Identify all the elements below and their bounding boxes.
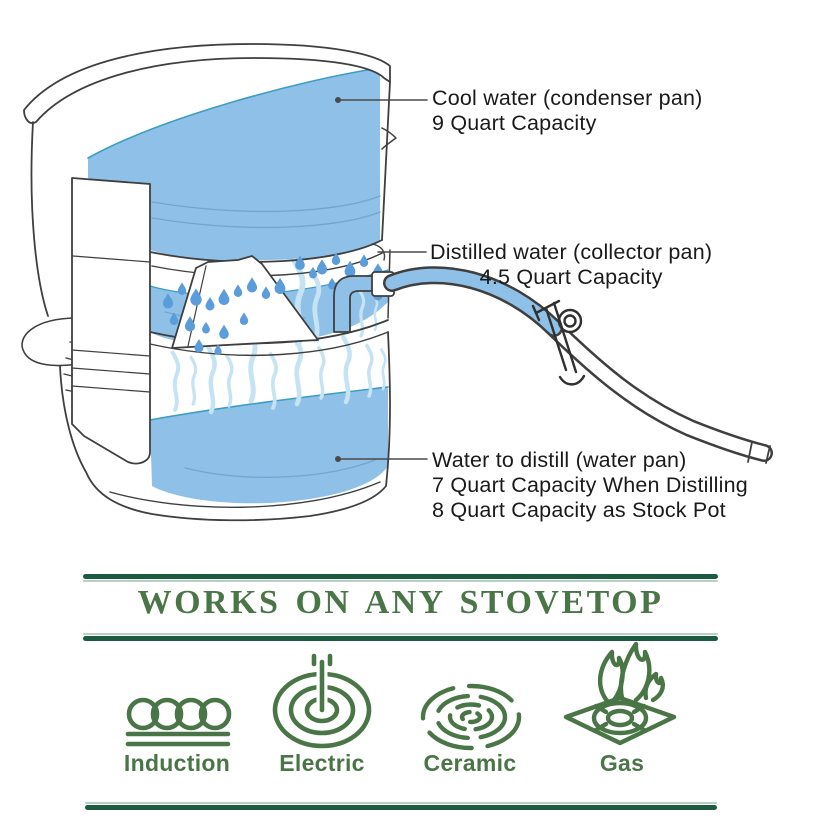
label-condenser: Cool water (condenser pan) 9 Quart Capac… (432, 86, 703, 136)
label-gas: Gas (599, 750, 645, 776)
cutaway-wall (71, 177, 151, 465)
label-condenser-capacity: 9 Quart Capacity (432, 111, 597, 135)
label-collector: Distilled water (collector pan) 4.5 Quar… (430, 240, 712, 290)
leader-lines (335, 97, 428, 462)
distiller-cutaway-diagram (21, 43, 773, 522)
hose-clamp (531, 299, 586, 386)
heading-rule-top-shadow (83, 580, 718, 582)
label-ceramic: Ceramic (423, 750, 517, 776)
heading-rule-top (83, 574, 718, 579)
gas-icon (563, 641, 677, 746)
electric-icon (272, 653, 372, 749)
label-water-pan-title: Water to distill (water pan) (432, 448, 687, 472)
ceramic-icon (420, 683, 522, 751)
label-collector-title: Distilled water (collector pan) (430, 240, 713, 264)
label-electric: Electric (279, 750, 365, 776)
water-pan-water (149, 386, 389, 504)
page-bottom-rule (85, 805, 717, 810)
label-water-pan: Water to distill (water pan) 7 Quart Cap… (432, 448, 748, 523)
heading-rule-bottom-shadow (83, 633, 718, 635)
label-collector-capacity: 4.5 Quart Capacity (479, 265, 663, 289)
page-bottom-rule-shadow (85, 802, 717, 804)
spout-and-hose (333, 266, 773, 464)
steam-chimney (171, 255, 319, 349)
label-induction: Induction (123, 750, 231, 776)
heading-rule-bottom (83, 636, 718, 641)
stovetop-heading: WORKS ON ANY STOVETOP (137, 584, 664, 621)
condenser-water (87, 67, 381, 261)
label-water-pan-capacity-distilling: 7 Quart Capacity When Distilling (432, 473, 748, 497)
label-water-pan-capacity-stock: 8 Quart Capacity as Stock Pot (432, 498, 726, 522)
induction-icon (125, 697, 232, 747)
label-condenser-title: Cool water (condenser pan) (432, 86, 703, 110)
